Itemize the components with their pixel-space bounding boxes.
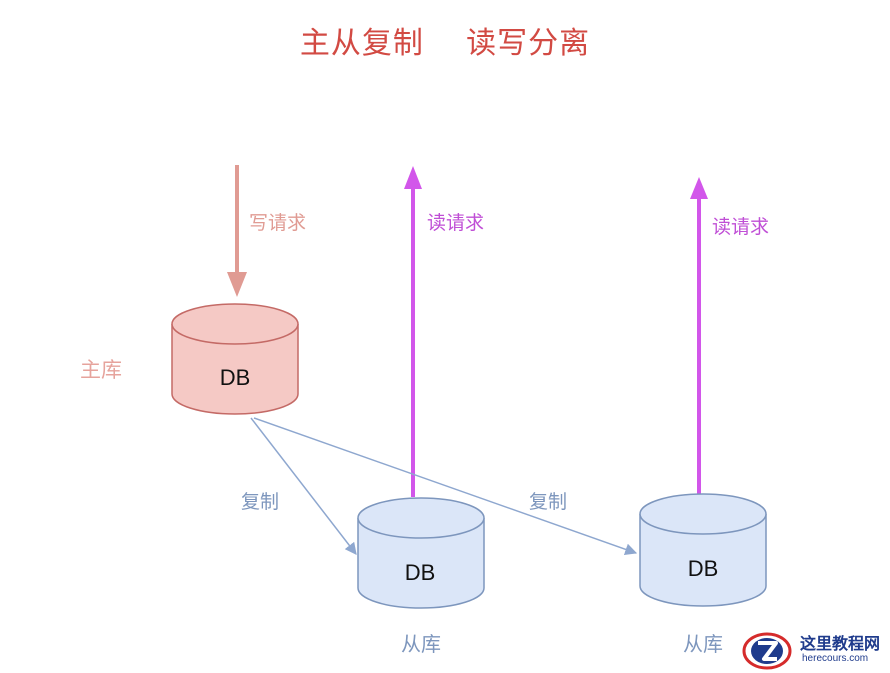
slave-db-label-1: 从库 [401, 632, 441, 656]
read-request-label-2: 读请求 [712, 216, 770, 238]
read-request-label-1: 读请求 [427, 212, 485, 234]
master-db-cylinder [171, 303, 299, 415]
replication-label-1: 复制 [241, 491, 280, 513]
read-request-arrow-1 [404, 166, 422, 497]
master-db-text: DB [219, 365, 251, 390]
slave-db-text-1: DB [404, 560, 436, 585]
watermark-title: 这里教程网 [800, 634, 881, 653]
watermark: 这里教程网 herecours.com [742, 628, 890, 673]
watermark-url: herecours.com [802, 653, 869, 664]
slave-db-cylinder-2 [639, 493, 767, 607]
replication-arrow-1 [250, 417, 357, 555]
master-db-label: 主库 [80, 358, 122, 382]
slave-db-cylinder-1 [357, 497, 485, 609]
replication-label-2: 复制 [529, 491, 568, 513]
replication-arrow-2 [253, 417, 638, 556]
slave-db-label-2: 从库 [683, 632, 723, 656]
slave-db-text-2: DB [687, 556, 719, 581]
write-request-arrow [227, 165, 247, 297]
watermark-logo-icon [742, 632, 792, 670]
write-request-label: 写请求 [249, 212, 307, 234]
diagram-title: 主从复制 读写分离 [299, 26, 591, 61]
read-request-arrow-2 [690, 177, 708, 494]
